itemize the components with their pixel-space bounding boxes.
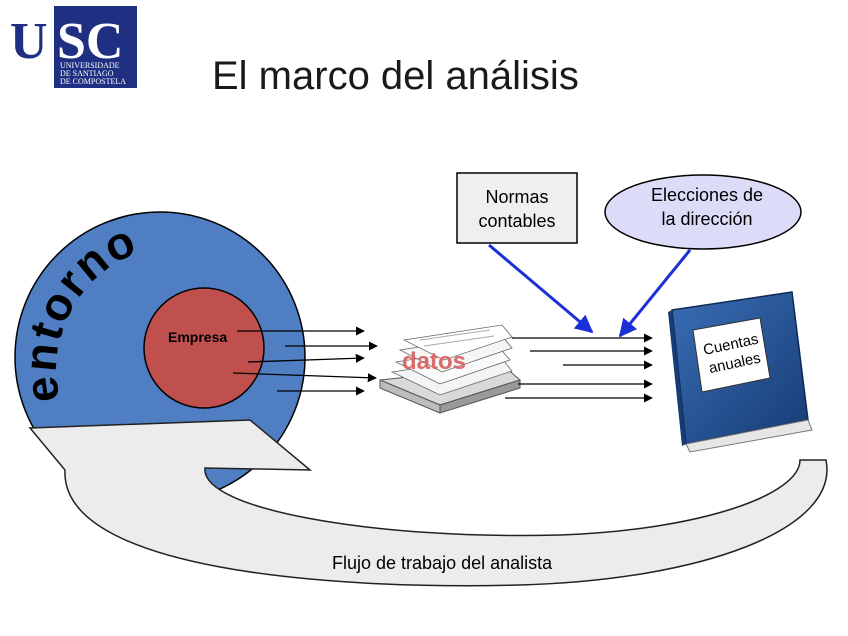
flujo-label: Flujo de trabajo del analista — [332, 553, 553, 573]
analyst-workflow-arrow — [28, 419, 828, 587]
cuentas-label-card — [692, 317, 771, 393]
datos-label: datos — [402, 348, 466, 375]
flow-arrow-3 — [247, 353, 365, 363]
normas-label-line2: contables — [478, 211, 555, 231]
elecciones-label-line2: la dirección — [661, 209, 752, 229]
elecciones-label-line1: Elecciones de — [651, 185, 763, 205]
logo-line-3: DE COMPOSTELA — [60, 77, 126, 86]
logo-u-letter: U — [10, 13, 48, 70]
slide-title: El marco del análisis — [212, 54, 579, 98]
datos-paper-stack — [379, 324, 522, 414]
empresa-circle — [143, 287, 265, 409]
cuentas-anuales-book — [668, 291, 813, 453]
empresa-label: Empresa — [168, 329, 227, 345]
logo-line-2: DE SANTIAGO — [60, 69, 114, 78]
usc-logo: U SC UNIVERSIDADE DE SANTIAGO DE COMPOST… — [10, 6, 137, 88]
flow-arrow-4 — [232, 372, 377, 383]
normas-label-line1: Normas — [485, 187, 548, 207]
datos-to-cuentas-arrows — [505, 333, 653, 403]
logo-line-1: UNIVERSIDADE — [60, 61, 120, 70]
logo-sc-letters: SC — [57, 13, 123, 70]
empresa-to-datos-arrows — [232, 326, 378, 396]
elecciones-blue-arrow — [618, 249, 692, 338]
normas-contables-box — [456, 172, 578, 244]
logo-box — [54, 6, 137, 88]
normas-blue-arrow — [488, 243, 594, 334]
elecciones-direccion-ellipse — [604, 174, 802, 250]
